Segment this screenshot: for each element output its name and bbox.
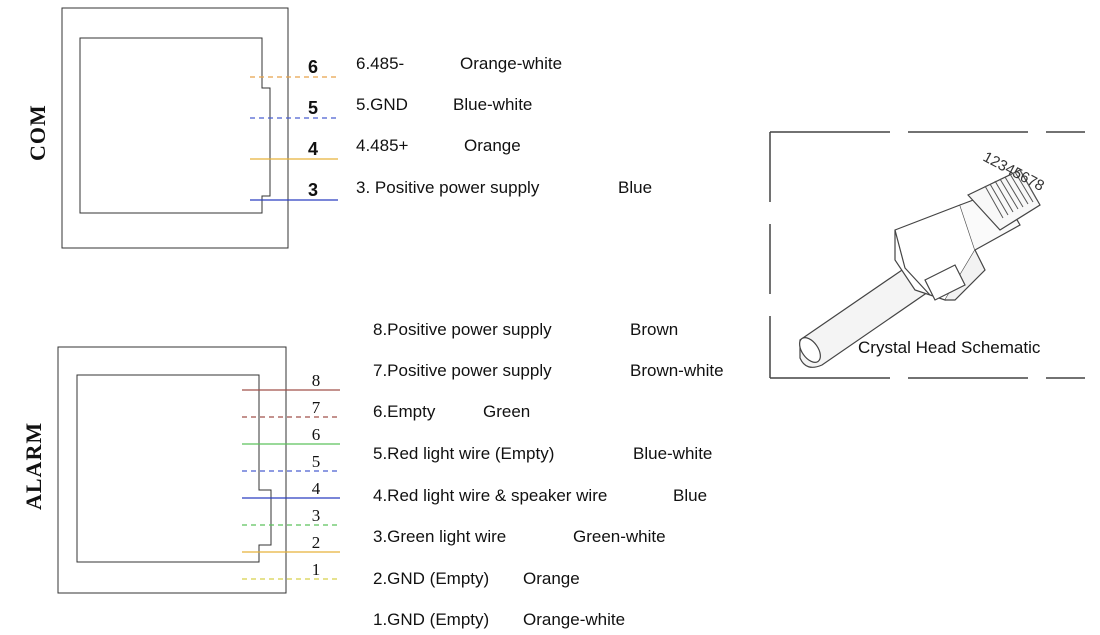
com-pin-numbers: 6 5 4 3 <box>308 57 318 200</box>
alarm-pin-row: 6.Empty Green <box>373 402 530 422</box>
alarm-pin-row: 1.GND (Empty) Orange-white <box>373 610 625 630</box>
pin-name: 3. Positive power supply <box>356 178 540 197</box>
pin-name: 6.485- <box>356 54 405 73</box>
pin-wire-color: Orange <box>523 569 580 588</box>
com-pin-row: 4.485+ Orange <box>356 136 521 156</box>
rj45-plug-illustration <box>799 169 1041 368</box>
pin-name: 7.Positive power supply <box>373 361 552 380</box>
pin-wire-color: Brown <box>630 320 679 339</box>
com-section-label: COM <box>25 104 50 161</box>
pin-number: 2 <box>312 533 321 552</box>
alarm-pin-numbers: 8 7 6 5 4 3 2 1 <box>312 371 321 579</box>
com-pin-row: 6.485- Orange-white <box>356 54 562 74</box>
alarm-pin-row: 7.Positive power supply Brown-white <box>373 361 724 381</box>
pin-name: 1.GND (Empty) <box>373 610 490 629</box>
pin-number: 5 <box>308 98 318 118</box>
com-connector <box>61 7 289 249</box>
alarm-pin-row: 3.Green light wire Green-white <box>373 527 666 547</box>
pin-wire-color: Blue-white <box>453 95 533 114</box>
alarm-pin-lines <box>242 389 340 580</box>
pin-wire-color: Green <box>483 402 531 421</box>
pin-number: 8 <box>312 371 321 390</box>
pin-name: 5.GND <box>356 95 408 114</box>
pin-number: 6 <box>312 425 321 444</box>
pin-number: 3 <box>312 506 321 525</box>
alarm-pin-row: 4.Red light wire & speaker wire Blue <box>373 486 707 506</box>
pin-wire-color: Orange <box>464 136 521 155</box>
pin-number: 7 <box>312 398 321 417</box>
pin-wire-color: Green-white <box>573 527 666 546</box>
alarm-pin-row: 2.GND (Empty) Orange <box>373 569 580 589</box>
pin-number: 5 <box>312 452 321 471</box>
pin-name: 6.Empty <box>373 402 436 421</box>
pin-wire-color: Blue-white <box>633 444 713 463</box>
alarm-connector <box>57 346 287 594</box>
pin-number: 4 <box>308 139 318 159</box>
pin-name: 2.GND (Empty) <box>373 569 490 588</box>
crystal-head-frame <box>769 131 1085 379</box>
pin-number: 4 <box>312 479 321 498</box>
pin-wire-color: Blue <box>618 178 653 197</box>
crystal-head-caption: Crystal Head Schematic <box>858 338 1041 357</box>
pin-name: 4.Red light wire & speaker wire <box>373 486 608 505</box>
alarm-pin-row: 5.Red light wire (Empty) Blue-white <box>373 444 712 464</box>
pin-number: 6 <box>308 57 318 77</box>
pin-number: 1 <box>312 560 321 579</box>
alarm-section-label: ALARM <box>21 421 46 510</box>
pin-wire-color: Brown-white <box>630 361 724 380</box>
pin-wire-color: Blue <box>673 486 708 505</box>
com-pin-row: 3. Positive power supply Blue <box>356 178 652 198</box>
alarm-pin-row: 8.Positive power supply Brown <box>373 320 678 340</box>
pin-wire-color: Orange-white <box>523 610 626 629</box>
com-pin-lines <box>250 76 338 201</box>
pin-wire-color: Orange-white <box>460 54 563 73</box>
pin-name: 5.Red light wire (Empty) <box>373 444 555 463</box>
pin-name: 8.Positive power supply <box>373 320 552 339</box>
pin-name: 3.Green light wire <box>373 527 507 546</box>
com-pin-row: 5.GND Blue-white <box>356 95 532 115</box>
pin-number: 3 <box>308 180 318 200</box>
pin-name: 4.485+ <box>356 136 409 155</box>
